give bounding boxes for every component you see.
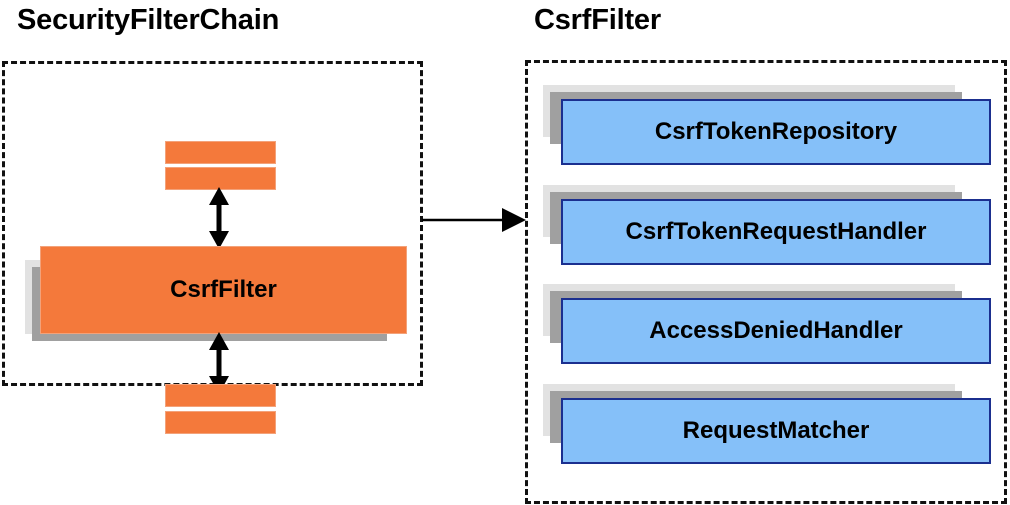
collaborator-label-request-matcher: RequestMatcher bbox=[682, 417, 870, 444]
filter-bar-below-2 bbox=[165, 411, 276, 434]
card-face: CsrfTokenRequestHandler bbox=[561, 199, 991, 265]
card-face: RequestMatcher bbox=[561, 398, 991, 464]
csrf-filter-face: CsrfFilter bbox=[40, 246, 407, 334]
collaborator-card-csrf-token-repository[interactable]: CsrfTokenRepository bbox=[543, 85, 991, 165]
double-arrow-above-icon bbox=[209, 187, 229, 249]
collaborator-label-csrf-token-request-handler: CsrfTokenRequestHandler bbox=[625, 218, 927, 245]
csrf-filter-collaborators-panel: CsrfTokenRepository CsrfTokenRequestHand… bbox=[525, 60, 1007, 504]
card-face: AccessDeniedHandler bbox=[561, 298, 991, 364]
filter-bar-below-1 bbox=[165, 384, 276, 407]
page-title-security-filter-chain: SecurityFilterChain bbox=[17, 4, 280, 36]
expand-arrow-icon bbox=[422, 208, 526, 232]
collaborator-label-csrf-token-repository: CsrfTokenRepository bbox=[654, 118, 898, 145]
collaborator-card-csrf-token-request-handler[interactable]: CsrfTokenRequestHandler bbox=[543, 185, 991, 265]
csrf-filter-label: CsrfFilter bbox=[170, 276, 277, 303]
page-title-csrf-filter: CsrfFilter bbox=[534, 4, 661, 36]
filter-bar-above-2 bbox=[165, 167, 276, 190]
collaborator-label-access-denied-handler: AccessDeniedHandler bbox=[649, 317, 903, 344]
filter-bar-above-1 bbox=[165, 141, 276, 164]
csrf-filter-box[interactable]: CsrfFilter bbox=[25, 246, 407, 341]
collaborator-card-request-matcher[interactable]: RequestMatcher bbox=[543, 384, 991, 464]
security-filter-chain-panel: CsrfFilter bbox=[2, 61, 423, 434]
card-face: CsrfTokenRepository bbox=[561, 99, 991, 165]
collaborator-card-access-denied-handler[interactable]: AccessDeniedHandler bbox=[543, 284, 991, 364]
